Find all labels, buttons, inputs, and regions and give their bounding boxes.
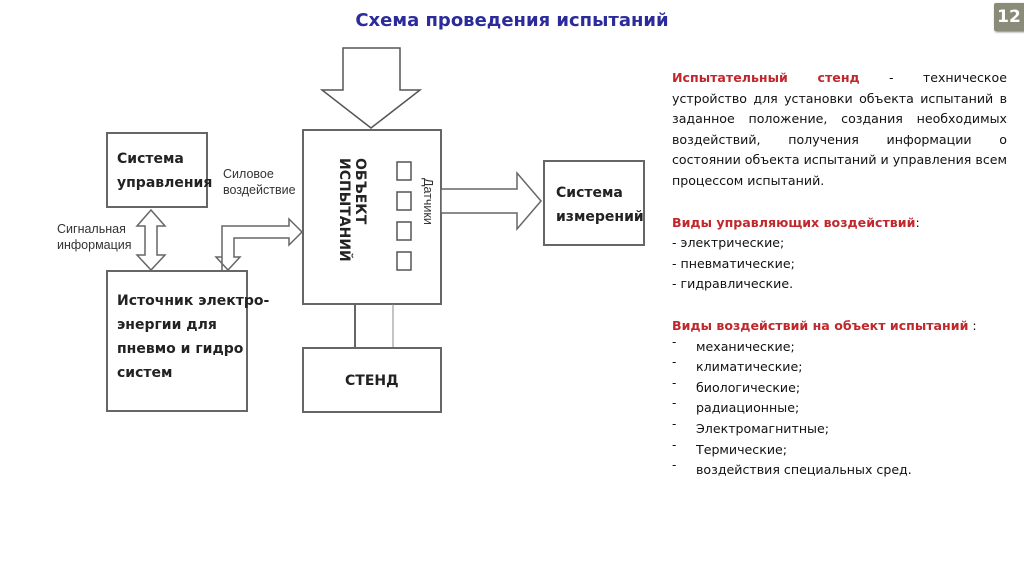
measurement-system-box: [543, 160, 645, 246]
page-number-badge: 12: [994, 3, 1024, 31]
list-item: - гидравлические.: [672, 276, 794, 292]
control-system-line-2: управления: [117, 175, 212, 191]
force-arrow: [214, 217, 304, 272]
power-source-line-2: энергии для: [117, 317, 217, 333]
sensor-square-2: [396, 191, 412, 211]
list-item: - электрические;: [672, 235, 785, 251]
stand-definition: Испытательный стенд - техническое устрой…: [672, 68, 1007, 192]
control-system-line-1: Система: [117, 151, 184, 167]
test-object-box: [302, 129, 442, 305]
sensor-square-4: [396, 251, 412, 271]
signal-label-line-1: Сигнальная: [57, 222, 126, 236]
top-input-arrow: [319, 47, 423, 129]
description-panel: Испытательный стенд - техническое устрой…: [672, 68, 1007, 481]
list-item: климатические;: [672, 352, 1007, 378]
sensor-square-1: [396, 161, 412, 181]
control-types-list: - электрические; - пневматические; - гид…: [672, 233, 1007, 295]
power-source-line-3: пневмо и гидро: [117, 341, 244, 357]
control-system-box: [106, 132, 208, 208]
power-source-line-4: систем: [117, 365, 172, 381]
measurement-system-line-2: измерений: [556, 209, 644, 225]
sensors-label: Датчики: [421, 178, 435, 225]
signal-double-arrow: [135, 208, 167, 272]
definition-body: - техническое устройство для установки о…: [672, 70, 1007, 188]
list-item: - пневматические;: [672, 255, 795, 271]
measurement-system-line-1: Система: [556, 185, 623, 201]
test-object-label-line-2: ИСПЫТАНИЙ: [336, 158, 353, 262]
list-item: радиационные;: [672, 393, 1007, 419]
list-item: Термические;: [672, 435, 1007, 461]
page-title: Схема проведения испытаний: [355, 10, 669, 31]
list-item: Электромагнитные;: [672, 414, 1007, 440]
sensor-square-3: [396, 221, 412, 241]
stand-label: СТЕНД: [345, 373, 399, 389]
control-types-heading: Виды управляющих воздействий:: [672, 214, 920, 230]
signal-label-line-2: информация: [57, 238, 132, 252]
force-label-line-2: воздействие: [223, 183, 296, 197]
list-item: биологические;: [672, 373, 1007, 399]
control-types-section: Виды управляющих воздействий: - электрич…: [672, 213, 1007, 295]
power-source-line-1: Источник электро-: [117, 293, 270, 309]
impact-types-heading: Виды воздействий на объект испытаний :: [672, 317, 977, 333]
force-label-line-1: Силовое: [223, 167, 274, 181]
power-source-box: [106, 270, 248, 412]
impact-types-section: Виды воздействий на объект испытаний : м…: [672, 316, 1007, 481]
definition-term: Испытательный стенд: [672, 70, 860, 85]
test-scheme-diagram: Система управления Сигнальная информация И…: [57, 47, 645, 413]
list-item: механические;: [672, 332, 1007, 358]
list-item: воздействия специальных сред.: [672, 455, 1007, 481]
impact-types-list: механические; климатические; биологическ…: [672, 332, 1007, 481]
test-object-label-line-1: ОБЪЕКТ: [352, 158, 368, 225]
measurement-arrow: [440, 170, 542, 232]
stand-box: [302, 347, 442, 413]
